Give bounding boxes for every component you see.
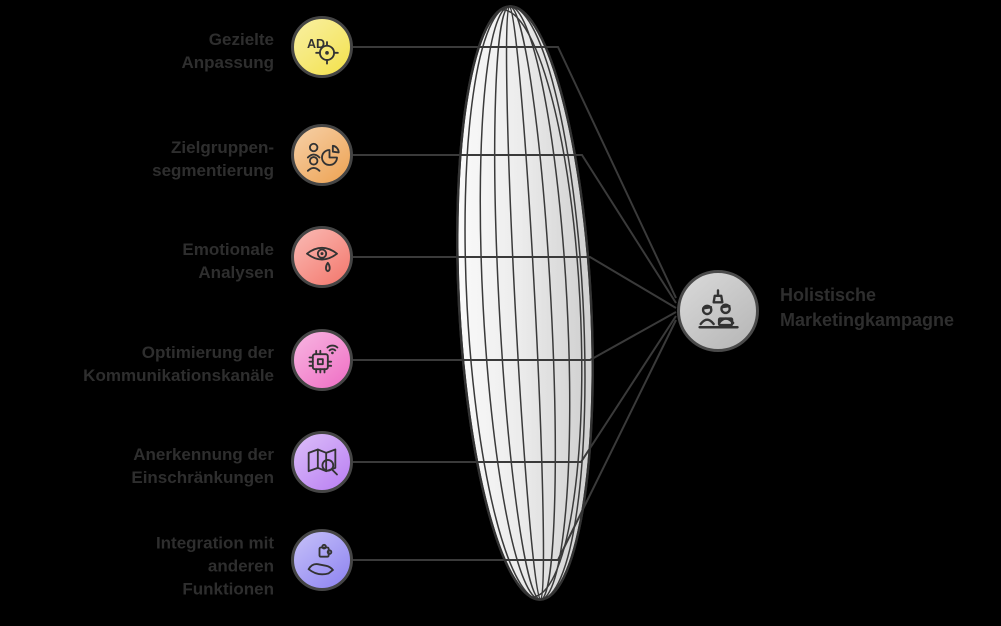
label-line: Anpassung: [181, 53, 274, 72]
label-line: Kommunikationskanäle: [83, 366, 274, 385]
label-line: Emotionale: [182, 240, 274, 259]
label-line: Holistische: [780, 285, 877, 305]
label-holistic-campaign: Holistische Marketingkampagne: [780, 283, 954, 333]
output-circle: [677, 270, 759, 352]
emotion-analysis-icon: [306, 246, 338, 273]
ad-target-icon: AD: [307, 37, 339, 65]
bubble-limitation-recognition: [291, 431, 353, 493]
label-line: Gezielte: [208, 30, 274, 49]
label-line: Zielgruppen-: [171, 138, 274, 157]
hand-puzzle-icon: [307, 543, 334, 576]
label-channel-optimization: Optimierung der Kommunikationskanäle: [0, 341, 274, 387]
map-search-icon: [307, 448, 338, 476]
focus-rays: [352, 46, 677, 561]
label-line: Analysen: [198, 263, 274, 282]
ray-line: [352, 319, 677, 561]
bubble-channel-optimization: [291, 329, 353, 391]
label-line: Integration mit: [155, 533, 274, 553]
bubble-audience-segmentation: [291, 124, 353, 186]
label-line: Anerkennung der: [133, 445, 274, 464]
bubble-emotional-analyses: [291, 226, 353, 288]
lens-wireframe: [456, 5, 594, 601]
label-integration: Integration mit anderen Funktionen: [0, 532, 274, 601]
label-audience-segmentation: Zielgruppen- segmentierung: [0, 136, 274, 182]
label-line: segmentierung: [152, 161, 274, 180]
label-limitation-recognition: Anerkennung der Einschränkungen: [0, 443, 274, 489]
ray-line: [352, 311, 677, 361]
ray-line: [352, 315, 677, 463]
ray-line: [352, 154, 677, 304]
chip-signal-icon: [308, 344, 339, 374]
ray-line: [352, 46, 677, 299]
label-line: anderen: [207, 556, 274, 576]
label-line: Funktionen: [182, 579, 274, 599]
bubble-targeted-customization: AD: [291, 16, 353, 78]
label-line: Optimierung der: [141, 343, 274, 362]
ray-line: [352, 256, 677, 309]
label-targeted-customization: Gezielte Anpassung: [0, 28, 274, 74]
team-workspace-icon: [698, 289, 739, 329]
svg-text:AD: AD: [307, 37, 325, 51]
audience-segmentation-icon: [306, 142, 340, 172]
label-line: Einschränkungen: [131, 468, 274, 487]
label-line: Marketingkampagne: [780, 310, 955, 330]
bubble-integration: [291, 529, 353, 591]
label-emotional-analyses: Emotionale Analysen: [0, 238, 274, 284]
